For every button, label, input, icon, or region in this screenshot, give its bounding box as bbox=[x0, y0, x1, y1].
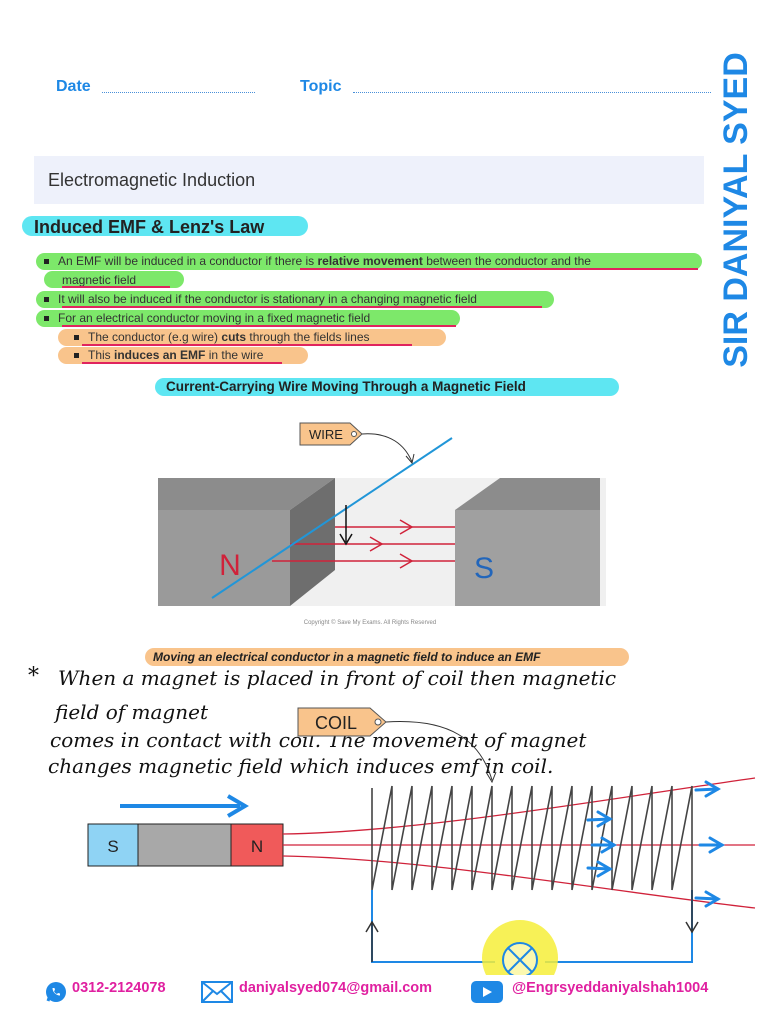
bullet-item: An EMF will be induced in a conductor if… bbox=[44, 254, 591, 268]
magnet-s-label: S bbox=[107, 837, 118, 856]
sub-bullet-item: This induces an EMF in the wire bbox=[74, 348, 263, 362]
subheading: Induced EMF & Lenz's Law bbox=[34, 217, 265, 237]
underline bbox=[62, 286, 170, 288]
coil-label: COIL bbox=[315, 713, 357, 733]
magnet-wire-diagram: N S WIRE Copyright © Save My Exams. All … bbox=[158, 422, 606, 626]
pole-n-label: N bbox=[219, 549, 241, 582]
underline bbox=[300, 268, 698, 270]
pole-s-label: S bbox=[474, 552, 494, 585]
underline bbox=[82, 362, 282, 364]
phone-number[interactable]: 0312-2124078 bbox=[72, 980, 166, 996]
handwritten-line: When a magnet is placed in front of coil… bbox=[58, 666, 617, 690]
caption-highlight bbox=[145, 648, 629, 666]
section-bar bbox=[34, 156, 704, 204]
highlight bbox=[36, 310, 460, 327]
side-title: SIR DANIYAL SYED bbox=[717, 52, 755, 368]
section-title: Electromagnetic Induction bbox=[48, 170, 256, 190]
youtube-handle[interactable]: @Engrsyeddaniyalshah1004 bbox=[512, 980, 709, 996]
magnet-coil-diagram: COIL S N bbox=[87, 707, 756, 975]
bullet-item-cont: magnetic field bbox=[62, 273, 137, 287]
whatsapp-icon bbox=[46, 982, 66, 1002]
highlight bbox=[58, 347, 308, 364]
date-field[interactable] bbox=[102, 82, 255, 93]
subheading-highlight bbox=[22, 216, 308, 236]
bullet-item: For an electrical conductor moving in a … bbox=[44, 311, 370, 325]
email-icon bbox=[201, 981, 233, 1003]
wire-label: WIRE bbox=[309, 427, 343, 442]
svg-text:SIR DANIYAL SYED: SIR DANIYAL SYED bbox=[717, 52, 755, 368]
bullet-item: It will also be induced if the conductor… bbox=[44, 292, 477, 306]
highlight bbox=[36, 253, 702, 270]
s-magnet-front bbox=[455, 510, 600, 606]
copyright-note: Copyright © Save My Exams. All Rights Re… bbox=[304, 619, 436, 626]
figure-caption: Current-Carrying Wire Moving Through a M… bbox=[166, 379, 526, 394]
highlight bbox=[36, 291, 554, 308]
s-magnet-top bbox=[455, 478, 600, 510]
figure-bottom-caption: Moving an electrical conductor in a magn… bbox=[153, 650, 541, 664]
underline bbox=[62, 306, 542, 308]
n-magnet-side bbox=[290, 478, 335, 606]
youtube-icon bbox=[471, 981, 503, 1003]
underline bbox=[82, 344, 412, 346]
n-magnet-top bbox=[158, 478, 335, 510]
handwritten-line: changes magnetic field which induces emf… bbox=[48, 754, 554, 778]
topic-label: Topic bbox=[300, 78, 342, 95]
coil-windings bbox=[371, 785, 693, 891]
highlight bbox=[58, 329, 446, 346]
highlight bbox=[44, 271, 184, 288]
magnet-n-label: N bbox=[251, 837, 263, 856]
email-address[interactable]: daniyalsyed074@gmail.com bbox=[239, 980, 433, 996]
field-direction-arrows bbox=[586, 780, 725, 908]
date-label: Date bbox=[56, 78, 91, 95]
topic-field[interactable] bbox=[353, 82, 711, 93]
figure-caption-highlight bbox=[155, 378, 619, 396]
handwritten-line: field of magnet bbox=[55, 700, 208, 724]
star-bullet-icon: * bbox=[28, 664, 39, 689]
sub-bullet-item: The conductor (e.g wire) cuts through th… bbox=[74, 330, 370, 344]
underline bbox=[62, 325, 456, 327]
